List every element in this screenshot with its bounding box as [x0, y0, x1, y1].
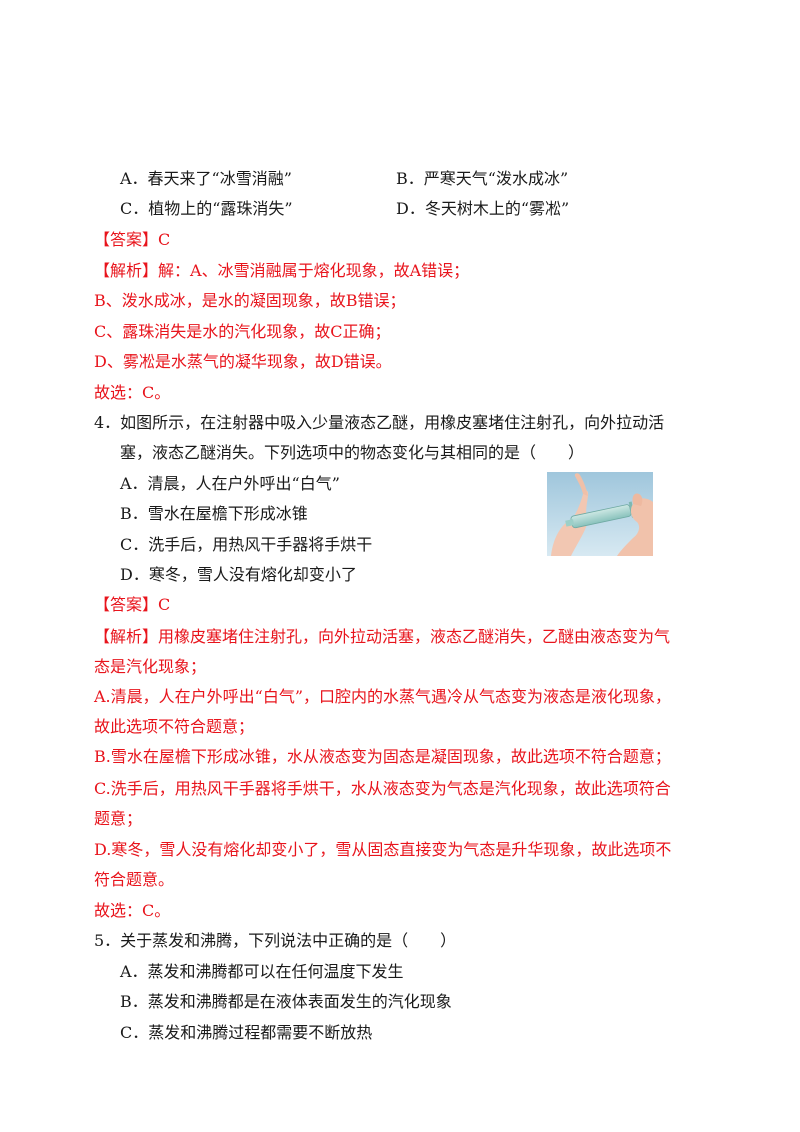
q4-analysis-line-5: B.雪水在屋檐下形成冰锥，水从液态变为固态是凝固现象，故此选项不符合题意；: [94, 747, 671, 766]
q3-option-c: C．植物上的“露珠消失”: [120, 199, 293, 218]
q4-stem-line-1: 4．如图所示，在注射器中吸入少量液态乙醚，用橡皮塞堵住注射孔，向外拉动活: [94, 413, 665, 432]
answer-tag: 【答案】: [94, 230, 159, 249]
analysis-text: 用橡皮塞堵住注射孔，向外拉动活塞，液态乙醚消失，乙醚由液态变为气: [158, 627, 671, 646]
q3-analysis-line-3: C、露珠消失是水的汽化现象，故C正确；: [94, 322, 391, 341]
analysis-tag: 【解析】: [94, 627, 159, 646]
answer-tag: 【答案】: [94, 595, 159, 614]
q3-answer: 【答案】C: [94, 229, 170, 251]
q4-choose: 故选：C。: [94, 901, 171, 920]
q4-option-b: B．雪水在屋檐下形成冰锥: [120, 504, 308, 523]
q4-analysis-line-2: 态是汽化现象；: [94, 657, 207, 676]
q3-analysis-line-1: 【解析】解：A、冰雪消融属于熔化现象，故A错误；: [94, 260, 469, 282]
syringe-figure: [547, 472, 653, 556]
q4-analysis-line-3: A.清晨，人在户外呼出“白气”，口腔内的水蒸气遇冷从气态变为液态是液化现象，: [94, 687, 672, 706]
q3-option-d: D．冬天树木上的“雾凇”: [396, 199, 570, 218]
q4-analysis-line-7: 题意；: [94, 809, 143, 828]
q4-stem-line-2: 塞，液态乙醚消失。下列选项中的物态变化与其相同的是（ ）: [120, 443, 585, 462]
analysis-tag: 【解析】: [94, 261, 159, 280]
q5-option-c: C．蒸发和沸腾过程都需要不断放热: [120, 1023, 373, 1042]
q3-analysis-line-4: D、雾凇是水蒸气的凝华现象，故D错误。: [94, 352, 392, 371]
q4-analysis-line-4: 故此选项不符合题意；: [94, 717, 255, 736]
q3-choose: 故选：C。: [94, 383, 171, 402]
q4-analysis-line-6: C.洗手后，用热风干手器将手烘干，水从液态变为气态是汽化现象，故此选项符合: [94, 779, 671, 798]
q4-answer: 【答案】C: [94, 594, 170, 616]
answer-value: C: [158, 595, 171, 614]
analysis-text: 解：A、冰雪消融属于熔化现象，故A错误；: [158, 261, 470, 280]
q4-analysis-line-8: D.寒冬，雪人没有熔化却变小了，雪从固态直接变为气态是升华现象，故此选项不: [94, 840, 672, 859]
syringe-illustration-icon: [547, 472, 653, 556]
q4-option-a: A．清晨，人在户外呼出“白气”: [120, 474, 340, 493]
answer-value: C: [158, 230, 171, 249]
q5-stem: 5．关于蒸发和沸腾，下列说法中正确的是（ ）: [94, 931, 457, 950]
q3-analysis-line-2: B、泼水成冰，是水的凝固现象，故B错误；: [94, 291, 406, 310]
q4-analysis-line-1: 【解析】用橡皮塞堵住注射孔，向外拉动活塞，液态乙醚消失，乙醚由液态变为气: [94, 626, 670, 648]
q4-analysis-line-9: 符合题意。: [94, 870, 175, 889]
q3-option-a: A．春天来了“冰雪消融”: [120, 169, 292, 188]
q4-option-c: C．洗手后，用热风干手器将手烘干: [120, 535, 373, 554]
q5-option-b: B．蒸发和沸腾都是在液体表面发生的汽化现象: [120, 992, 452, 1011]
q5-option-a: A．蒸发和沸腾都可以在任何温度下发生: [120, 962, 404, 981]
q3-option-b: B．严寒天气“泼水成冰”: [396, 169, 569, 188]
q4-option-d: D．寒冬，雪人没有熔化却变小了: [120, 565, 357, 584]
